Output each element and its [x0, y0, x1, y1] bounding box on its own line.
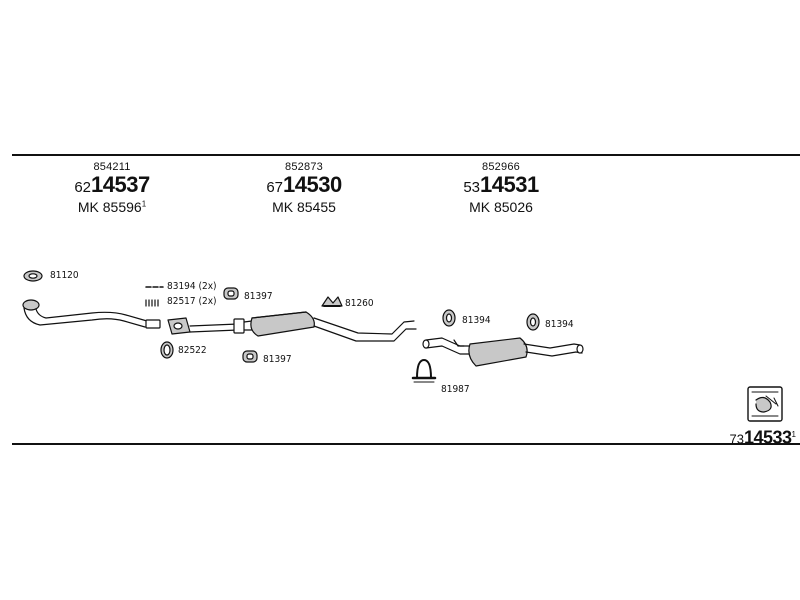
group-ref-number: 852966 [482, 161, 520, 173]
group-part-number: 6214537 [74, 172, 150, 197]
assembly-group-3: 852966 5314531 MK 85026 [431, 161, 571, 215]
part-label-81260: 81260 [345, 298, 374, 309]
part-label-81120: 81120 [50, 270, 79, 281]
bottom-divider-line [12, 443, 800, 445]
group-mk-number: MK 85455 [272, 199, 336, 215]
assembly-group-1: 854211 6214537 MK 855961 [42, 161, 182, 215]
group-part-number: 6714530 [266, 172, 342, 197]
gasket-81120-icon [23, 270, 43, 282]
assembly-group-2: 852873 6714530 MK 85455 [234, 161, 374, 215]
part-label-81397-bottom: 81397 [263, 354, 292, 365]
part-label-81394-left: 81394 [462, 315, 491, 326]
rear-silencer-icon [422, 337, 584, 367]
catalog-badge-icon [747, 386, 783, 422]
top-divider-line [12, 154, 800, 156]
u-clamp-81987-icon [411, 359, 437, 383]
mount-81397-bottom-icon [242, 350, 258, 363]
front-pipe-icon [22, 299, 161, 329]
part-label-82517: 82517 (2x) [167, 296, 217, 307]
bolt-82517-icon [145, 299, 159, 307]
group-ref-number: 854211 [93, 161, 131, 173]
group-ref-number: 852873 [285, 161, 323, 173]
middle-silencer-icon [250, 311, 417, 342]
rubber-mount-81394-right-icon [526, 313, 540, 331]
part-label-83194: 83194 (2x) [167, 281, 217, 292]
part-label-81397-top: 81397 [244, 291, 273, 302]
part-label-82522: 82522 [178, 345, 207, 356]
mount-81397-top-icon [223, 287, 239, 300]
hanger-81260-icon [321, 296, 343, 307]
group-mk-number: MK 85026 [469, 199, 533, 215]
middle-pipe-icon [167, 317, 253, 335]
gasket-82522-icon [160, 341, 174, 359]
part-label-81987: 81987 [441, 384, 470, 395]
group-mk-number: MK 855961 [77, 199, 147, 215]
part-label-81394-right: 81394 [545, 319, 574, 330]
group-part-number: 5314531 [463, 172, 539, 197]
rubber-mount-81394-left-icon [442, 309, 456, 327]
assembly-number: 73145331 [729, 427, 796, 448]
